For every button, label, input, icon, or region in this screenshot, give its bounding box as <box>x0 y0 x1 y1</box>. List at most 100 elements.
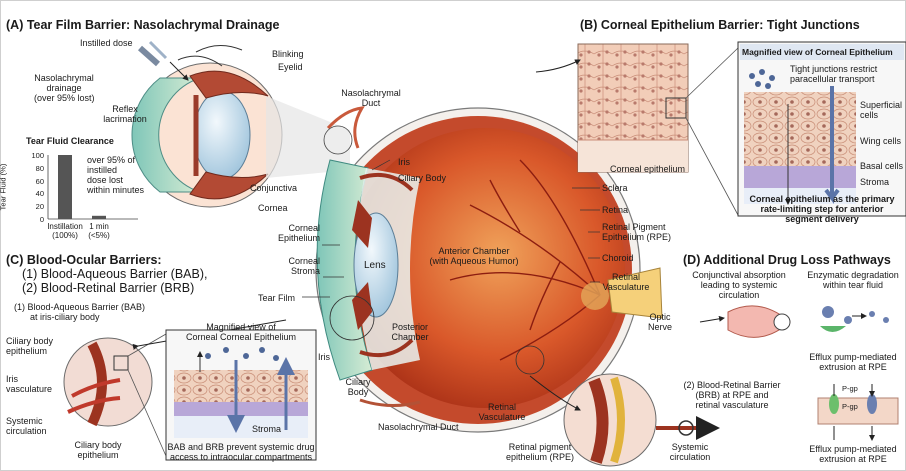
label-tear-film: Tear Film <box>258 293 295 303</box>
label-brb-1: (2) Blood-Retinal Barrier <box>672 380 792 390</box>
caption-c-2: access to intraocular compartments <box>166 452 316 462</box>
label-brb-rpe-1: Retinal pigment <box>500 442 580 452</box>
caption-c-1: BAB and BRB prevent systemic drug <box>166 442 316 452</box>
chart-title: Tear Fluid Clearance <box>26 136 114 146</box>
label-efflux-b2: extrusion at RPE <box>800 454 906 464</box>
label-corneal-epithelium-b: Corneal epithelium <box>610 164 685 174</box>
label-efflux-2: extrusion at RPE <box>800 362 906 372</box>
label-iris-top: Iris <box>398 157 410 167</box>
label-enzymatic-1: Enzymatic degradation <box>800 270 906 280</box>
label-brb-vasculature-2: Vasculature <box>472 412 532 422</box>
panel-c-subtitle-2: (2) Blood-Retinal Barrier (BRB) <box>22 281 194 295</box>
label-brb-vasculature-1: Retinal <box>472 402 532 412</box>
panel-b-title: (B) Corneal Epithelium Barrier: Tight Ju… <box>580 18 860 32</box>
chart-annotation-4: within minutes <box>87 185 144 195</box>
label-ciliary-epithelium-b2: epithelium <box>58 450 138 460</box>
label-anterior-1: Anterior Chamber <box>414 246 534 256</box>
label-choroid: Choroid <box>602 253 634 263</box>
label-corneal-stroma-2: Stroma <box>250 266 320 276</box>
label-systemic-c-1: Systemic <box>6 416 43 426</box>
label-efflux-1: Efflux pump-mediated <box>800 352 906 362</box>
label-drainage-3: (over 95% lost) <box>34 93 94 103</box>
label-conj-1: Conjunctival absorption <box>684 270 794 280</box>
label-iris-vasculature-2: vasculature <box>6 384 52 394</box>
chart-ytick: 60 <box>24 177 44 187</box>
label-ciliary-epithelium-2: epithelium <box>6 346 47 356</box>
label-brb-systemic-2: circulation <box>650 452 730 462</box>
clearance-bar-0 <box>58 155 72 219</box>
label-enzymatic-2: within tear fluid <box>800 280 906 290</box>
label-stroma-c: Stroma <box>252 424 281 434</box>
chart-ytick: 20 <box>24 202 44 212</box>
label-blinking: Blinking <box>272 49 304 59</box>
label-drainage-2: drainage <box>34 83 94 93</box>
label-conjunctiva: Conjunctiva <box>250 183 297 193</box>
label-duct-bottom: Nasolachrymal Duct <box>378 422 459 432</box>
label-drainage-1: Nasolachrymal <box>34 73 94 83</box>
label-sclera: Sclera <box>602 183 628 193</box>
label-duct-top-1: Nasolachrymal <box>336 88 406 98</box>
label-retinal-vasculature-1: Retinal <box>596 272 656 282</box>
label-tight-junctions-1: Tight junctions restrict <box>790 64 877 74</box>
label-posterior-2: Chamber <box>380 332 440 342</box>
label-reflex-2: lacrimation <box>100 114 150 124</box>
label-magnified-c-1: Magnified view of <box>176 322 306 332</box>
label-tight-junctions-2: paracellular transport <box>790 74 875 84</box>
label-corneal-epithelium-1: Corneal <box>250 223 320 233</box>
label-ciliary-epithelium-b1: Ciliary body <box>58 440 138 450</box>
label-basal-cells: Basal cells <box>860 161 903 171</box>
label-conj-3: circulation <box>684 290 794 300</box>
label-anterior-2: (with Aqueous Humor) <box>414 256 534 266</box>
chart-ytick: 100 <box>24 151 44 161</box>
label-corneal-stroma-1: Corneal <box>250 256 320 266</box>
label-instilled-dose: Instilled dose <box>80 38 133 48</box>
label-ciliary-bottom-1: Ciliary <box>338 377 378 387</box>
label-efflux-b1: Efflux pump-mediated <box>800 444 906 454</box>
label-pgp-2: P-gp <box>842 402 858 412</box>
label-brb-2: (BRB) at RPE and <box>672 390 792 400</box>
chart-xtick: (<5%) <box>72 231 126 241</box>
label-bab-1: (1) Blood-Aqueous Barrier (BAB) <box>14 302 145 312</box>
caption-b-1: Corneal epithelium as the primary <box>738 194 906 204</box>
chart-annotation-1: over 95% of <box>87 155 135 165</box>
chart-annotation-3: dose lost <box>87 175 123 185</box>
label-conj-2: leading to systemic <box>684 280 794 290</box>
label-superficial-1: Superficial <box>860 100 902 110</box>
label-ciliary-epithelium-1: Ciliary body <box>6 336 53 346</box>
label-retinal-vasculature-2: Vasculature <box>596 282 656 292</box>
label-magnified-c-2: Corneal Corneal Epithelium <box>176 332 306 342</box>
label-iris-vasculature-1: Iris <box>6 374 18 384</box>
label-optic-2: Nerve <box>640 322 680 332</box>
label-systemic-c-2: circulation <box>6 426 47 436</box>
panel-c-title: (C) Blood-Ocular Barriers: <box>6 253 162 267</box>
caption-b-2: rate-limiting step for anterior <box>738 204 906 214</box>
chart-ytick: 40 <box>24 189 44 199</box>
label-ciliary-bottom-2: Body <box>338 387 378 397</box>
label-bab-2: at iris-ciliary body <box>30 312 100 322</box>
label-cornea: Cornea <box>258 203 288 213</box>
label-iris-bottom: Iris <box>318 352 330 362</box>
label-pgp-1: P-gp <box>842 384 858 394</box>
label-magnified-corneal-epithelium: Magnified view of Corneal Epithelium <box>742 47 893 57</box>
label-corneal-epithelium-2: Epithelium <box>250 233 320 243</box>
clearance-bar-1 <box>92 216 106 219</box>
panel-a-title: (A) Tear Film Barrier: Nasolachrymal Dra… <box>6 18 279 32</box>
panel-c-subtitle-1: (1) Blood-Aqueous Barrier (BAB), <box>22 267 208 281</box>
label-rpe-2: Epithelium (RPE) <box>602 232 671 242</box>
label-lens: Lens <box>364 261 386 271</box>
label-rpe-1: Retinal Pigment <box>602 222 666 232</box>
label-eyelid: Eyelid <box>278 62 303 72</box>
label-ciliary-body-top: Ciliary Body <box>398 173 446 183</box>
label-brb-3: retinal vasculature <box>672 400 792 410</box>
label-duct-top-2: Duct <box>336 98 406 108</box>
label-posterior-1: Posterior <box>380 322 440 332</box>
label-brb-systemic-1: Systemic <box>650 442 730 452</box>
label-reflex-1: Reflex <box>100 104 150 114</box>
chart-annotation-2: instilled <box>87 165 117 175</box>
label-retina: Retina <box>602 205 628 215</box>
chart-ytick: 80 <box>24 164 44 174</box>
label-superficial-2: cells <box>860 110 878 120</box>
label-optic-1: Optic <box>640 312 680 322</box>
label-wing-cells: Wing cells <box>860 136 901 146</box>
panel-d-title: (D) Additional Drug Loss Pathways <box>683 253 891 267</box>
